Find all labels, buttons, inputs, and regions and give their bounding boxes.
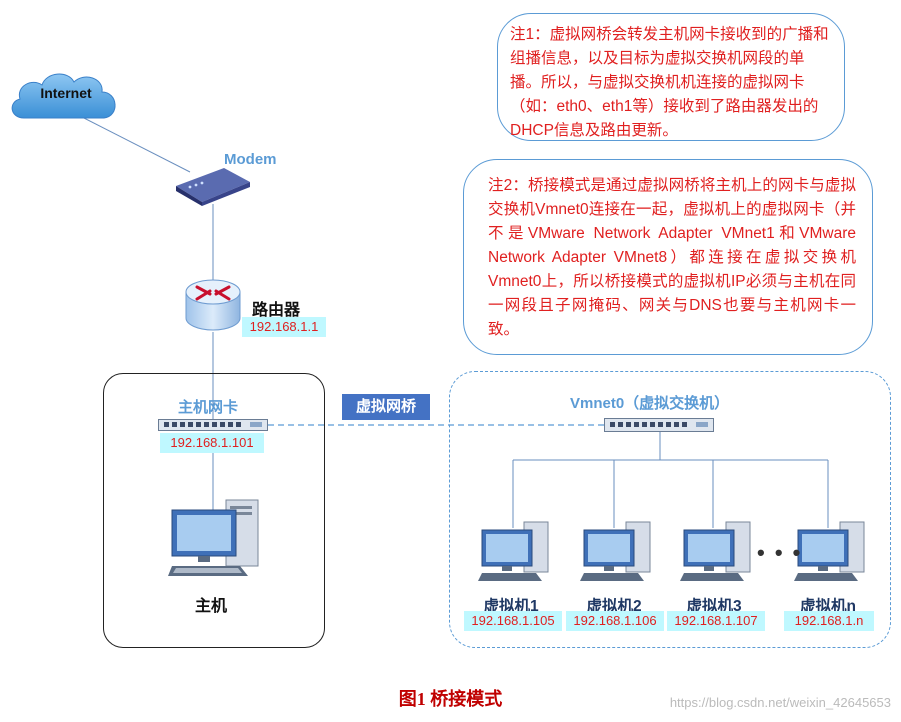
vm-container [449,371,891,648]
router-icon [185,279,241,331]
watermark: https://blog.csdn.net/weixin_42645653 [669,695,891,710]
host-nic-ip: 192.168.1.101 [160,433,264,453]
host-label: 主机 [195,598,228,615]
vm3-computer-icon [680,521,751,581]
cloud-icon [11,73,116,119]
host-nic-label: 主机网卡 [178,399,239,416]
vm1-computer-icon [478,521,549,581]
vm3-label: 虚拟机3 [686,598,742,615]
note-2: 注2：桥接模式是通过虚拟网桥将主机上的网卡与虚拟交换机Vmnet0连接在一起，虚… [463,159,873,355]
host-nic-icon [158,419,268,431]
cloud-label: Internet [40,85,92,101]
host-computer-icon [168,499,259,576]
vswitch-label: Vmnet0（虚拟交换机） [570,395,730,412]
vm2-computer-icon [580,521,651,581]
vmn-ip: 192.168.1.n [784,611,874,631]
modem-label: Modem [224,151,277,168]
router-ip: 192.168.1.1 [242,317,326,337]
figure-caption: 图1 桥接模式 [398,689,503,709]
note-1: 注1：虚拟网桥会转发主机网卡接收到的广播和组播信息，以及目标为虚拟交换机网段的单… [497,13,845,141]
vm1-label: 虚拟机1 [483,598,539,615]
vmn-label: 虚拟机n [800,598,856,615]
vm1-ip: 192.168.1.105 [464,611,562,631]
vmn-computer-icon [794,521,865,581]
modem-icon [176,168,250,206]
vm2-ip: 192.168.1.106 [566,611,664,631]
host-container [103,373,325,648]
virtual-bridge-label: 虚拟网桥 [342,394,430,420]
ellipsis-dots: • • • [757,540,803,565]
vswitch-icon [604,418,714,432]
vm2-label: 虚拟机2 [586,598,642,615]
vm3-ip: 192.168.1.107 [667,611,765,631]
router-label: 路由器 [252,302,301,319]
line-internet-modem [79,115,191,173]
